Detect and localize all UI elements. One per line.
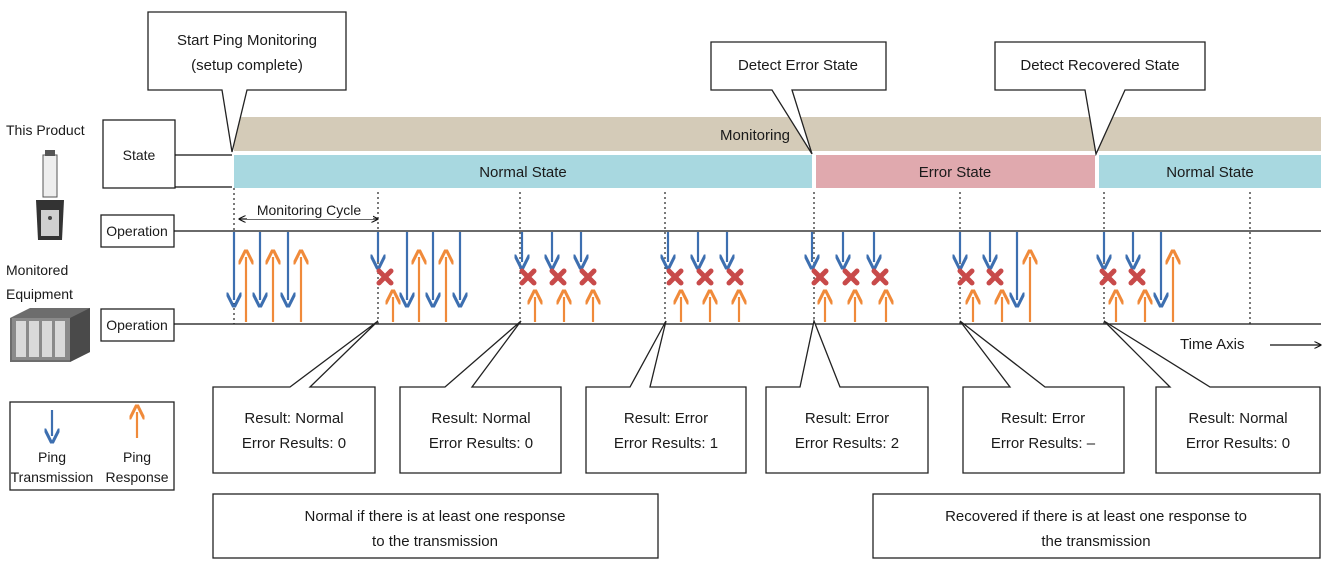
svg-text:Error Results: 0: Error Results: 0	[429, 435, 533, 452]
svg-text:Result: Error: Result: Error	[1001, 410, 1085, 427]
signal-tower-icon	[36, 150, 64, 240]
svg-text:Result: Error: Result: Error	[805, 410, 889, 427]
normal-state-bar-1	[234, 155, 812, 188]
error-state-bar	[816, 155, 1095, 188]
legend-tx-line2: Transmission	[11, 469, 94, 485]
start-monitoring-line1: Start Ping Monitoring	[177, 32, 317, 49]
recovered-rule-line2: the transmission	[1041, 533, 1150, 550]
svg-text:Error Results: 1: Error Results: 1	[614, 435, 718, 452]
ping-arrows	[234, 232, 1173, 322]
result-callout-6: Result: Normal Error Results: 0	[1103, 320, 1321, 474]
svg-text:Error Results: 0: Error Results: 0	[242, 435, 346, 452]
result-callout-5: Result: Error Error Results: –	[959, 320, 1125, 474]
normal-rule-line2: to the transmission	[372, 533, 498, 550]
monitored-equipment-label-1: Monitored	[6, 262, 68, 278]
svg-text:Error Results: 2: Error Results: 2	[795, 435, 899, 452]
svg-text:Error Results: –: Error Results: –	[991, 435, 1096, 452]
legend-tx-line1: Ping	[38, 449, 66, 465]
detect-error-callout	[710, 41, 887, 155]
failure-x-icons	[376, 268, 1146, 286]
legend-box	[9, 401, 175, 491]
svg-text:Result: Normal: Result: Normal	[244, 410, 343, 427]
result-callout-2: Result: Normal Error Results: 0	[399, 320, 562, 474]
normal-rule-note	[212, 493, 659, 559]
operation-label-top: Operation	[106, 223, 167, 239]
normal-state-label-1: Normal State	[479, 164, 567, 181]
normal-rule-line1: Normal if there is at least one response	[305, 508, 566, 525]
result-callout-3: Result: Error Error Results: 1	[585, 320, 747, 474]
legend-rx-line2: Response	[105, 469, 168, 485]
recovered-rule-line1: Recovered if there is at least one respo…	[945, 508, 1247, 525]
monitoring-label: Monitoring	[720, 127, 790, 144]
state-box	[102, 119, 176, 189]
detect-error-text: Detect Error State	[738, 57, 858, 74]
operation-label-bottom: Operation	[106, 317, 167, 333]
normal-state-label-2: Normal State	[1166, 164, 1254, 181]
server-rack-icon	[10, 308, 90, 362]
detect-recovered-callout	[994, 41, 1206, 157]
monitoring-cycle-label: Monitoring Cycle	[257, 202, 361, 218]
monitoring-bar	[234, 117, 1321, 151]
cycle-markers	[233, 188, 1251, 324]
error-state-label: Error State	[919, 164, 992, 181]
svg-text:Error Results: 0: Error Results: 0	[1186, 435, 1290, 452]
start-monitoring-line2: (setup complete)	[191, 57, 303, 74]
svg-text:Result: Error: Result: Error	[624, 410, 708, 427]
normal-state-bar-2	[1099, 155, 1321, 188]
state-label: State	[123, 147, 156, 163]
legend-rx-line1: Ping	[123, 449, 151, 465]
svg-text:Result: Normal: Result: Normal	[1188, 410, 1287, 427]
result-callout-1: Result: Normal Error Results: 0	[212, 320, 379, 474]
svg-text:Result: Normal: Result: Normal	[431, 410, 530, 427]
this-product-label: This Product	[6, 122, 85, 138]
result-callout-4: Result: Error Error Results: 2	[765, 318, 929, 474]
operation-box-bottom	[100, 308, 175, 342]
recovered-rule-note	[872, 493, 1321, 559]
monitored-equipment-label-2: Equipment	[6, 286, 73, 302]
detect-recovered-text: Detect Recovered State	[1020, 57, 1179, 74]
start-monitoring-callout	[147, 11, 347, 153]
time-axis-label: Time Axis	[1180, 336, 1244, 353]
